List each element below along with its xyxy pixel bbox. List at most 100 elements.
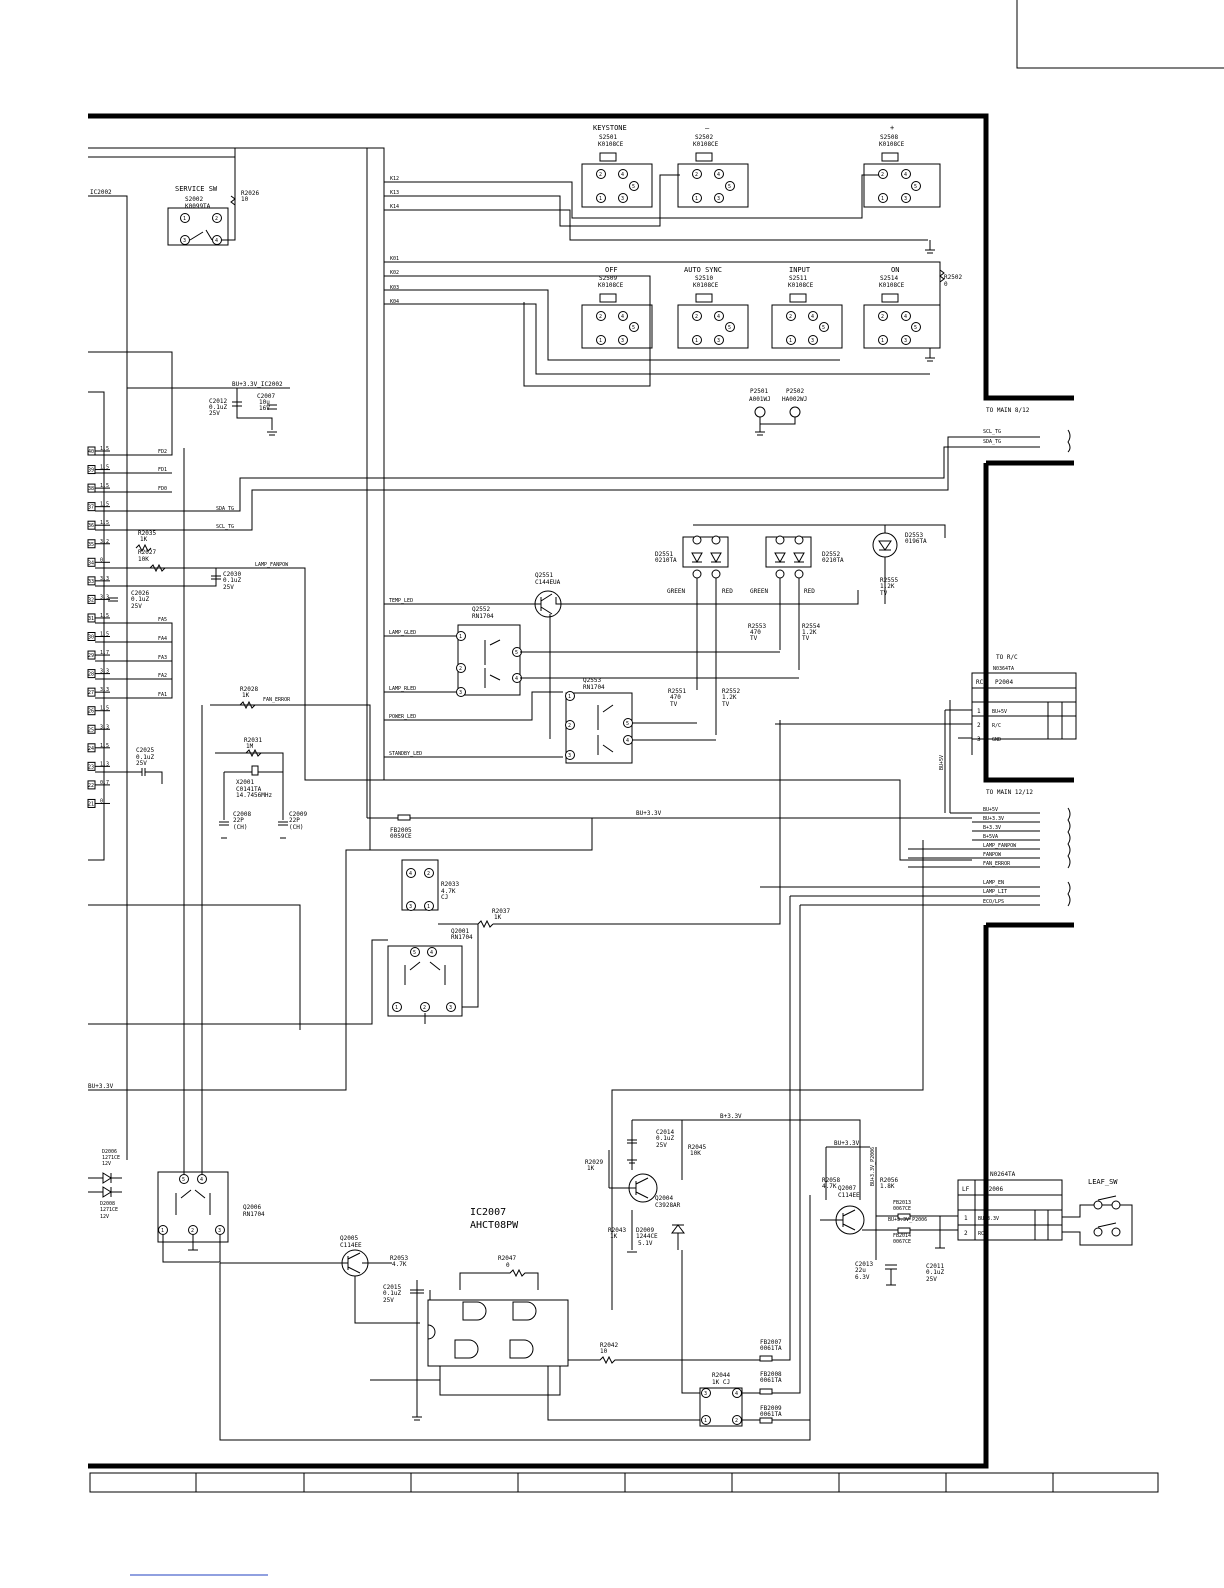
mcu-pin-voltage: 1.3 — [100, 761, 109, 767]
svg-text:FA5: FA5 — [158, 617, 167, 623]
svg-text:R2042: R2042 — [600, 1342, 618, 1349]
svg-text:P2501: P2501 — [750, 388, 768, 395]
svg-text:S2509: S2509 — [599, 275, 617, 282]
svg-text:—: — — [705, 124, 710, 132]
svg-text:FA4: FA4 — [158, 636, 167, 642]
svg-text:TV: TV — [670, 701, 678, 708]
svg-text:C2015: C2015 — [383, 1284, 401, 1291]
svg-text:4: 4 — [200, 1177, 203, 1183]
svg-text:C2007: C2007 — [257, 393, 275, 400]
svg-text:10u: 10u — [259, 399, 270, 406]
svg-text:K01: K01 — [390, 256, 399, 262]
mcu-pin-voltage: 1.5 — [100, 483, 109, 489]
mcu-pin-voltage: 1.7 — [100, 650, 109, 656]
svg-text:GND: GND — [992, 737, 1001, 743]
svg-text:N0364TA: N0364TA — [993, 666, 1014, 672]
switch-keystone: KEYSTONE S2501 K0108CE 2 4 5 1 3 — [581, 124, 653, 208]
svg-text:25V: 25V — [209, 410, 220, 417]
svg-text:4: 4 — [215, 238, 218, 244]
svg-text:LAMP_RLED: LAMP_RLED — [389, 686, 416, 692]
svg-text:S2502: S2502 — [695, 134, 713, 141]
svg-text:BU+3.3V: BU+3.3V — [983, 816, 1004, 822]
svg-text:S2508: S2508 — [880, 134, 898, 141]
svg-text:25V: 25V — [136, 760, 147, 767]
svg-text:3: 3 — [977, 736, 981, 743]
svg-text:0.1uZ: 0.1uZ — [926, 1269, 944, 1276]
svg-text:1K CJ: 1K CJ — [712, 1379, 730, 1386]
svg-text:1K: 1K — [610, 1233, 618, 1240]
svg-text:4: 4 — [904, 314, 907, 320]
mcu-pin-voltage: 0 — [100, 557, 103, 563]
svg-text:Q2005: Q2005 — [340, 1235, 358, 1242]
switch-on: ON S2514 K0108CE 2 4 5 1 3 — [863, 266, 941, 362]
svg-text:3: 3 — [218, 1228, 221, 1234]
svg-text:(CH): (CH) — [289, 824, 303, 831]
service-sw-part: K0099TA — [185, 203, 211, 210]
svg-text:K0108CE: K0108CE — [693, 282, 719, 289]
switch-input: INPUT S2511 K0108CE 2 4 5 1 3 — [771, 266, 843, 349]
svg-text:LAMP_EN: LAMP_EN — [983, 880, 1004, 886]
svg-text:D2006: D2006 — [102, 1149, 117, 1155]
svg-text:1: 1 — [977, 708, 981, 715]
svg-text:10: 10 — [600, 1348, 608, 1355]
svg-text:ECO/LPS: ECO/LPS — [983, 899, 1004, 905]
svg-text:RN1704: RN1704 — [243, 1211, 265, 1218]
svg-text:4: 4 — [717, 314, 720, 320]
mcu-pin-number: 27 — [88, 690, 94, 696]
svg-text:3: 3 — [449, 1005, 452, 1011]
svg-text:R2031: R2031 — [244, 737, 262, 744]
mcu-pin-voltage: 1.5 — [100, 632, 109, 638]
svg-text:0.1uZ: 0.1uZ — [383, 1290, 401, 1297]
connector-to-rc: TO R/C N0364TA RC P2004 1 BU+5V 2 R/C 3 … — [775, 654, 1077, 770]
svg-text:3: 3 — [904, 338, 907, 344]
mcu-pin-number: 30 — [88, 635, 94, 641]
ic2002-supply: BU+3.3V_IC2002 C2012 0.1uZ 25V C2007 10u… — [127, 381, 290, 436]
q2004-area: B+3.3V C2014 0.1uZ 25V R2029 1K R2045 10… — [585, 1113, 861, 1253]
svg-text:FD2: FD2 — [158, 449, 167, 455]
svg-text:25V: 25V — [131, 603, 142, 610]
mcu-pin-number: 28 — [88, 672, 94, 678]
svg-text:3: 3 — [811, 338, 814, 344]
svg-text:4: 4 — [430, 950, 433, 956]
svg-text:K0108CE: K0108CE — [879, 282, 905, 289]
svg-text:5: 5 — [632, 325, 635, 331]
svg-text:12V: 12V — [100, 1214, 109, 1220]
svg-text:3: 3 — [717, 338, 720, 344]
svg-text:FB2009: FB2009 — [760, 1405, 782, 1412]
svg-text:R2028: R2028 — [240, 686, 258, 693]
svg-text:FB2005: FB2005 — [390, 827, 412, 834]
svg-text:1M: 1M — [246, 743, 254, 750]
svg-text:5: 5 — [822, 325, 825, 331]
title-block — [89, 1472, 1159, 1493]
svg-text:5: 5 — [632, 184, 635, 190]
svg-text:BU+3.3V_IC2002: BU+3.3V_IC2002 — [232, 381, 283, 388]
mcu-pin-number: 37 — [88, 505, 94, 511]
svg-text:2: 2 — [964, 1230, 968, 1237]
svg-text:R2029: R2029 — [585, 1159, 603, 1166]
svg-text:22u: 22u — [855, 1267, 866, 1274]
svg-text:12V: 12V — [102, 1161, 111, 1167]
svg-text:FB2007: FB2007 — [760, 1339, 782, 1346]
svg-text:3: 3 — [409, 904, 412, 910]
svg-text:(CH): (CH) — [233, 824, 247, 831]
svg-text:2: 2 — [977, 722, 981, 729]
q2001-area: 4 2 3 1 R2033 4.7K CJ R2037 1K Q2001 RN1… — [88, 720, 781, 1030]
svg-text:1271CE: 1271CE — [100, 1207, 118, 1213]
svg-text:BU+5V: BU+5V — [992, 709, 1007, 715]
svg-text:AUTO SYNC: AUTO SYNC — [684, 266, 722, 274]
svg-text:4: 4 — [735, 1391, 738, 1397]
svg-text:5: 5 — [728, 325, 731, 331]
svg-text:R2554: R2554 — [802, 623, 820, 630]
svg-text:2: 2 — [568, 723, 571, 729]
svg-text:R2035: R2035 — [138, 530, 156, 537]
svg-text:4.7K: 4.7K — [441, 888, 456, 895]
svg-text:RED: RED — [722, 588, 733, 595]
svg-text:0.1uZ: 0.1uZ — [136, 754, 154, 761]
mcu-pin-voltage: 1.5 — [100, 613, 109, 619]
svg-text:K03: K03 — [390, 285, 399, 291]
svg-text:HA002WJ: HA002WJ — [782, 396, 807, 403]
svg-text:0.1uZ: 0.1uZ — [209, 404, 227, 411]
svg-text:1: 1 — [427, 904, 430, 910]
